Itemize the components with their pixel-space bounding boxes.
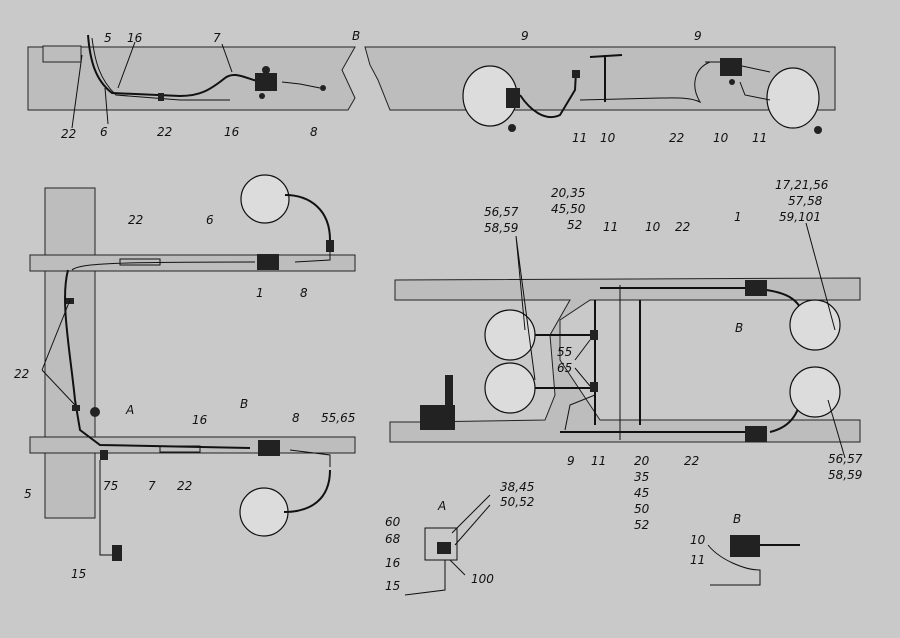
label-50-52: 50,52 [500, 495, 534, 509]
label-35: 35 [634, 470, 649, 484]
valve-upper-right [745, 280, 767, 296]
label-16: 16 [224, 125, 240, 139]
valve-lower [258, 440, 280, 456]
label-10: 10 [690, 533, 706, 547]
label-45: 45 [634, 486, 649, 500]
label-75: 75 [103, 479, 118, 493]
label-22: 22 [157, 125, 172, 139]
label-9: 9 [521, 29, 529, 43]
label-20-35: 20,35 [551, 186, 585, 200]
chamber-bottom [239, 469, 331, 537]
label-56-57: 56,57 [484, 205, 519, 219]
label-1: 1 [256, 286, 264, 300]
leader-lines [41, 41, 846, 546]
label-11: 11 [690, 553, 705, 567]
label-58-59: 58,59 [484, 221, 518, 235]
label-16: 16 [127, 31, 143, 45]
label-15: 15 [71, 567, 86, 581]
detail-a [404, 527, 466, 596]
label-b-section: B [352, 29, 360, 43]
label-1: 1 [734, 210, 742, 224]
label-15: 15 [385, 579, 400, 593]
label-22: 22 [675, 220, 690, 234]
label-55: 55 [557, 345, 572, 359]
label-16: 16 [385, 556, 401, 570]
label-8: 8 [292, 411, 300, 425]
label-68: 68 [385, 532, 401, 546]
label-a-section: A [125, 403, 134, 417]
label-9: 9 [694, 29, 702, 43]
label-22: 22 [177, 479, 192, 493]
label-5: 5 [24, 487, 32, 501]
top-frame-view [27, 34, 836, 134]
label-22: 22 [61, 127, 76, 141]
valve-right [720, 58, 742, 85]
label-17-21-56: 17,21,56 [775, 178, 829, 192]
label-22: 22 [128, 213, 143, 227]
label-55-65: 55,65 [321, 411, 355, 425]
label-b-detail: B [733, 512, 741, 526]
label-11: 11 [603, 220, 618, 234]
label-52: 52 [567, 218, 582, 232]
detail-b [707, 535, 800, 586]
label-7: 7 [148, 479, 156, 493]
label-56-57: 56,57 [828, 452, 863, 466]
label-6: 6 [206, 213, 214, 227]
label-52: 52 [634, 518, 649, 532]
label-11: 11 [591, 454, 606, 468]
label-10: 10 [600, 131, 616, 145]
label-b-arrow: B [735, 321, 743, 335]
label-45-50: 45,50 [551, 202, 586, 216]
valve-upper [257, 254, 279, 270]
label-8: 8 [310, 125, 318, 139]
label-7: 7 [213, 31, 221, 45]
label-10: 10 [713, 131, 729, 145]
label-9: 9 [567, 454, 575, 468]
label-65: 65 [557, 361, 572, 375]
label-11: 11 [572, 131, 587, 145]
label-11: 11 [752, 131, 767, 145]
label-a-detail: A [437, 499, 446, 513]
bracket [42, 45, 82, 63]
brake-chamber-left [462, 65, 520, 132]
label-16: 16 [192, 413, 208, 427]
label-50: 50 [634, 502, 650, 516]
label-6: 6 [100, 125, 108, 139]
label-100: 100 [471, 572, 494, 586]
plan-view-left [29, 174, 356, 561]
label-8: 8 [300, 286, 308, 300]
label-38-45: 38,45 [500, 480, 534, 494]
labels: 5 16 7 B 9 9 22 6 22 16 8 11 10 22 10 11… [14, 29, 863, 593]
label-60: 60 [385, 515, 401, 529]
valve-lower-right [745, 426, 767, 442]
label-5: 5 [104, 31, 112, 45]
label-57-58: 57,58 [788, 194, 823, 208]
oblique-view [389, 277, 861, 443]
master-valve [420, 375, 455, 430]
label-22: 22 [14, 367, 29, 381]
label-20: 20 [634, 454, 650, 468]
brake-valve [255, 66, 277, 99]
label-59-101: 59,101 [779, 210, 821, 224]
brake-chamber-right [766, 67, 822, 134]
label-58-59: 58,59 [828, 468, 862, 482]
chamber-top [240, 174, 334, 252]
label-b-arrow-left: B [240, 397, 248, 411]
pipe-coupling [158, 93, 164, 101]
label-22: 22 [669, 131, 684, 145]
label-10: 10 [645, 220, 661, 234]
label-22: 22 [684, 454, 699, 468]
